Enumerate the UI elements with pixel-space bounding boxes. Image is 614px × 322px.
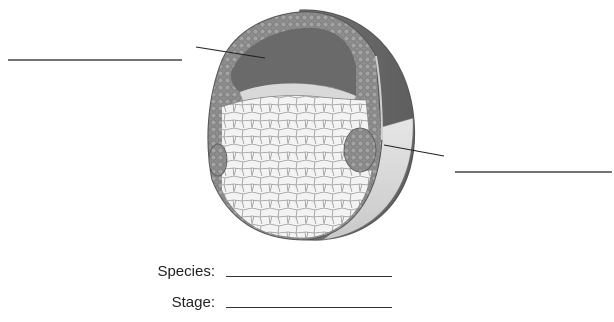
species-label: Species: xyxy=(95,263,215,280)
dorsal-lip-cells xyxy=(344,128,376,172)
species-blank-line xyxy=(226,276,392,277)
ventral-lip-cells xyxy=(209,144,227,176)
stage-label: Stage: xyxy=(95,294,215,311)
stage-blank-line xyxy=(226,307,392,308)
